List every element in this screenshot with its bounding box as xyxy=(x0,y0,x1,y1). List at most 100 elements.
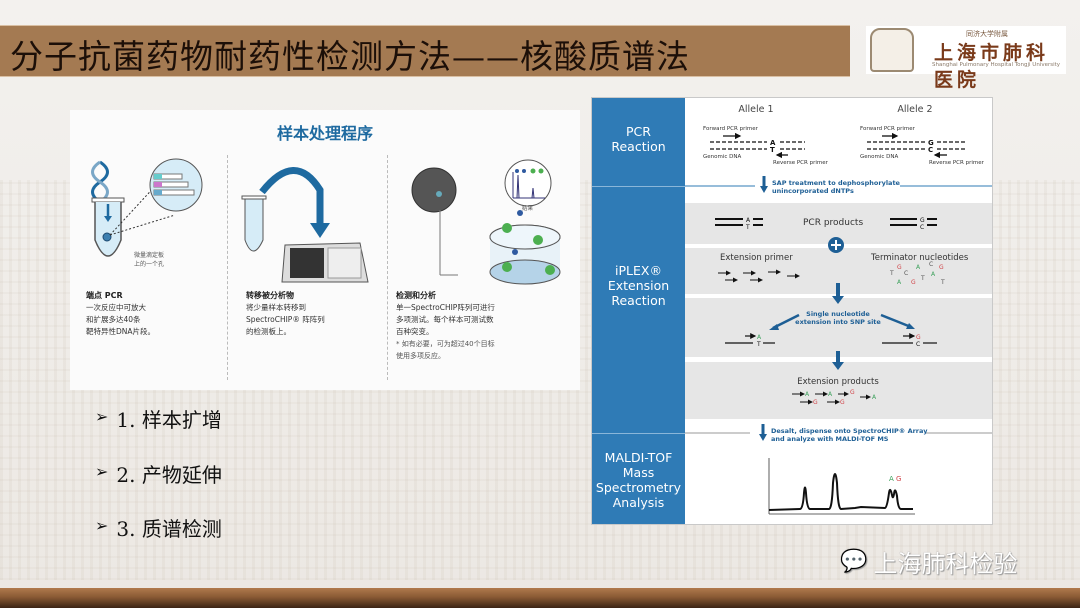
arrow-bullet-icon: ➢ xyxy=(95,461,109,481)
bottom-bar xyxy=(0,588,1080,608)
primer-arrows xyxy=(718,269,800,283)
extension-products-label: Extension products xyxy=(797,377,879,387)
svg-text:C: C xyxy=(920,224,924,231)
result-label: 结果 xyxy=(522,204,534,212)
svg-text:G: G xyxy=(840,399,845,406)
divider xyxy=(592,186,685,187)
reverse-primer-label: Reverse PCR primer xyxy=(773,160,829,166)
svg-text:A: A xyxy=(746,217,751,224)
sample-process-figure: 样本处理程序 微量滴定板 上的一个孔 xyxy=(70,110,580,390)
divider xyxy=(592,433,685,434)
svg-text:T: T xyxy=(745,224,750,231)
down-arrow-icon xyxy=(759,434,767,441)
wechat-icon: 💬 xyxy=(840,549,868,574)
svg-text:G: G xyxy=(939,264,944,271)
watermark-text: 上海肺科检验 xyxy=(873,550,1018,578)
down-arrow-icon xyxy=(760,186,768,193)
pcr-products-label: PCR products xyxy=(803,218,863,228)
arrow-bullet-icon: ➢ xyxy=(95,407,109,426)
result-spectrum-icon xyxy=(504,159,552,207)
step-transfer: 转移被分析物 将少量样本转移到 SpectroCHIP® 阵阵列 的检测板上。 xyxy=(246,291,325,336)
hospital-logo: 同济大学附属 上海市肺科医院 Shanghai Pulmonary Hospit… xyxy=(866,26,1066,91)
step-detect: 检测和分析 单一SpectroCHIP阵列可进行 多项测试。每个样本可测试数 百… xyxy=(396,291,495,360)
dna-helix-icon xyxy=(91,160,109,204)
svg-text:A: A xyxy=(805,391,810,398)
desalt-step-label: and analyze with MALDI-TOF MS xyxy=(771,435,889,443)
svg-text:G: G xyxy=(911,279,916,286)
logo-name: 上海市肺科医院 xyxy=(934,42,1050,91)
svg-text:G: G xyxy=(916,334,921,341)
svg-text:A: A xyxy=(897,279,902,286)
svg-text:T: T xyxy=(889,270,894,277)
divider xyxy=(387,155,388,380)
mass-spectrum-chart: A G xyxy=(768,458,915,515)
svg-text:C: C xyxy=(904,270,908,277)
bullet-item: ➢2. 产物延伸 xyxy=(95,461,222,487)
allele-1-label: Allele 1 xyxy=(738,104,773,115)
sap-step-label: unincorporated dNTPs xyxy=(772,187,854,195)
svg-text:C: C xyxy=(928,146,933,154)
sample-process-title: 样本处理程序 xyxy=(276,124,373,143)
sample-tube-icon xyxy=(244,197,264,252)
forward-primer-label: Forward PCR primer xyxy=(860,126,916,132)
svg-text:T: T xyxy=(756,341,761,348)
logo-subtitle: 同济大学附属 xyxy=(966,30,1008,38)
arrow-bullet-icon: ➢ xyxy=(95,516,109,535)
down-arrow-icon xyxy=(832,362,844,370)
bullet-list: ➢1. 样本扩增 ➢2. 产物延伸 ➢3. 质谱检测 xyxy=(95,404,222,568)
svg-text:G: G xyxy=(850,389,855,396)
peak-label-g: G xyxy=(896,475,901,483)
svg-text:C: C xyxy=(929,261,933,268)
inset-label: 微量滴定板 xyxy=(134,251,164,259)
down-arrow-icon xyxy=(832,296,844,304)
svg-text:G: G xyxy=(897,264,902,271)
terminator-letters: TG AC GA TC AGT xyxy=(889,261,945,286)
svg-text:G: G xyxy=(920,217,925,224)
title-bar: 分子抗菌药物耐药性检测方法——核酸质谱法 xyxy=(0,25,850,77)
svg-text:T: T xyxy=(940,279,945,286)
extension-primer-label: Extension primer xyxy=(720,253,793,263)
step-pcr: 端点 PCR 一次反应中可放大 和扩展多达40条 靶特异性DNA片段。 xyxy=(86,291,156,336)
forward-primer-label: Forward PCR primer xyxy=(703,126,759,132)
terminator-nucleotides-label: Terminator nucleotides xyxy=(870,253,969,263)
allele-2-strands xyxy=(867,132,967,159)
mass-spec-well-icon xyxy=(489,224,561,250)
allele-1-strands xyxy=(710,132,805,159)
chip-magnified-icon xyxy=(411,167,457,213)
svg-text:C: C xyxy=(916,341,920,348)
logo-english: Shanghai Pulmonary Hospital Tongji Unive… xyxy=(932,62,1061,68)
svg-text:G: G xyxy=(813,399,818,406)
svg-text:A: A xyxy=(770,139,776,147)
peak-label-a: A xyxy=(889,475,894,483)
svg-text:G: G xyxy=(928,139,934,147)
workflow-drawing: Allele 1 Allele 2 Forward PCR primer For… xyxy=(685,104,992,515)
reverse-primer-label: Reverse PCR primer xyxy=(929,160,985,166)
snp-label: Single nucleotide xyxy=(806,310,870,318)
bullet-item: ➢3. 质谱检测 xyxy=(95,516,222,541)
divider xyxy=(227,155,228,380)
band-pcr-products xyxy=(685,203,992,244)
desalt-step-label: Desalt, dispense onto SpectroCHIP® Array xyxy=(771,427,928,435)
bullet-item: ➢1. 样本扩增 xyxy=(95,407,222,432)
svg-text:T: T xyxy=(770,146,775,154)
genomic-dna-label: Genomic DNA xyxy=(860,154,899,160)
svg-text:A: A xyxy=(931,271,936,278)
process-illustrations: 微量滴定板 上的一个孔 结果 xyxy=(91,158,561,285)
svg-text:A: A xyxy=(916,264,921,271)
svg-text:A: A xyxy=(828,391,833,398)
svg-text:A: A xyxy=(872,394,877,401)
transfer-arrow-icon xyxy=(259,167,324,227)
svg-text:A: A xyxy=(757,334,762,341)
stage-column xyxy=(592,98,685,524)
snp-label: extension into SNP site xyxy=(795,318,881,326)
wechat-watermark: 💬 上海肺科检验 xyxy=(840,544,1017,579)
sap-step-label: SAP treatment to dephosphorylate xyxy=(772,179,901,187)
band-extension-products xyxy=(685,362,992,419)
inset-label: 上的一个孔 xyxy=(134,260,164,268)
allele-2-label: Allele 2 xyxy=(897,104,932,115)
genomic-dna-label: Genomic DNA xyxy=(703,154,742,160)
svg-text:T: T xyxy=(920,275,925,282)
